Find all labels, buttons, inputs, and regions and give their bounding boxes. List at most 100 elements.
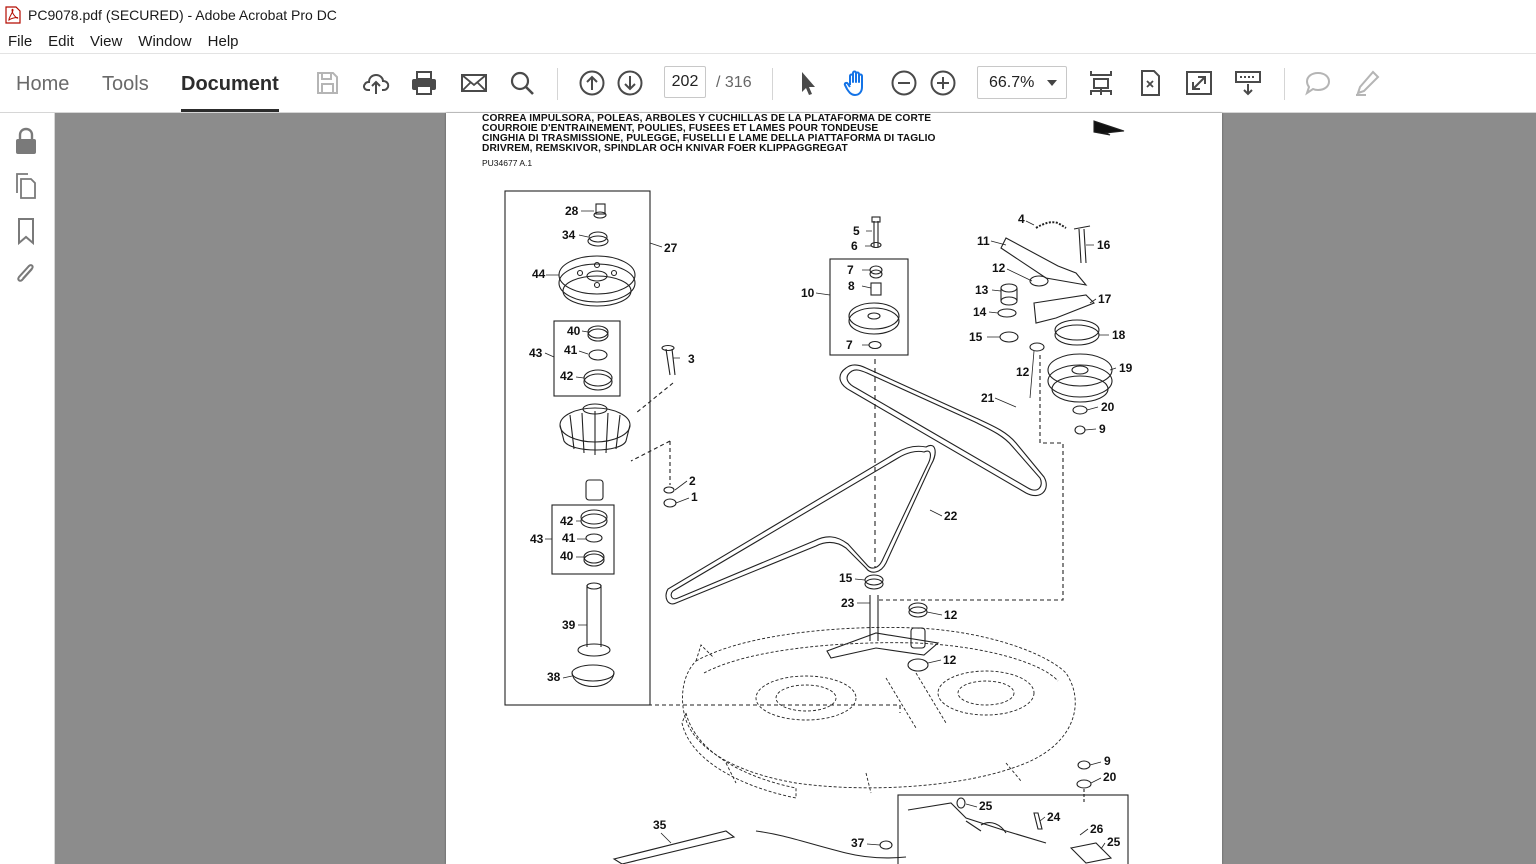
full-screen-button[interactable]	[1182, 66, 1216, 100]
select-tool-button[interactable]	[790, 66, 824, 100]
callout-label: 37	[851, 836, 865, 850]
email-button[interactable]	[457, 66, 491, 100]
callout-label: 21	[981, 391, 995, 405]
hand-tool-button[interactable]	[839, 66, 873, 100]
highlight-button[interactable]	[1350, 66, 1384, 100]
callout-label: 11	[977, 234, 990, 248]
left-nav-pane	[0, 113, 55, 864]
callout-label: 20	[1103, 770, 1117, 784]
heading-spanish: CORREA IMPULSORA, POLEAS, ARBOLES Y CUCH…	[482, 113, 932, 124]
upload-button[interactable]	[359, 66, 393, 100]
callout-label: 3	[688, 352, 695, 366]
next-page-button[interactable]	[613, 66, 647, 100]
direction-arrow-icon	[1093, 120, 1125, 136]
keyboard-down-icon	[1235, 71, 1261, 96]
comment-button[interactable]	[1301, 66, 1335, 100]
callout-label: 15	[969, 330, 983, 344]
comment-icon	[1305, 71, 1331, 96]
lock-icon	[16, 127, 36, 154]
document-code: PU34677 A.1	[482, 158, 533, 168]
callout-label: 15	[839, 571, 853, 585]
tab-document[interactable]: Document	[181, 54, 279, 112]
callout-label: 12	[944, 608, 958, 622]
toolbar: Home Tools Document	[0, 54, 1536, 113]
callout-label: 22	[944, 509, 958, 523]
toolbar-separator	[1284, 68, 1285, 100]
previous-page-button[interactable]	[575, 66, 609, 100]
page-thumbnails-button[interactable]	[12, 171, 40, 201]
callout-label: 42	[560, 514, 574, 528]
zoom-out-button[interactable]	[887, 66, 921, 100]
pen-icon	[1356, 70, 1380, 96]
zoom-select[interactable]: 66.7%	[977, 66, 1067, 99]
menu-help[interactable]: Help	[207, 32, 239, 50]
menu-bar: File Edit View Window Help	[0, 30, 1536, 54]
chevron-down-icon	[1047, 80, 1057, 86]
full-screen-icon	[1186, 71, 1212, 95]
copy-pages-icon	[16, 173, 36, 199]
callout-label: 2	[689, 474, 696, 488]
security-button[interactable]	[12, 126, 40, 156]
heading-swedish: DRIVREM, REMSKIVOR, SPINDLAR OCH KNIVAR …	[482, 143, 848, 154]
zoom-in-button[interactable]	[926, 66, 960, 100]
callout-label: 7	[847, 263, 854, 277]
callout-label: 12	[943, 653, 957, 667]
page-total: / 316	[716, 74, 752, 91]
callout-label: 43	[530, 532, 544, 546]
attachments-button[interactable]	[12, 259, 40, 289]
callout-label: 28	[565, 204, 579, 218]
callout-label: 4	[1018, 212, 1025, 226]
callout-label: 38	[547, 670, 561, 684]
callout-label: 10	[801, 286, 815, 300]
menu-window[interactable]: Window	[138, 32, 192, 50]
callout-label: 43	[529, 346, 543, 360]
menu-edit[interactable]: Edit	[48, 32, 75, 50]
arrow-up-circle-icon	[579, 70, 605, 96]
callout-label: 9	[1104, 754, 1111, 768]
print-button[interactable]	[407, 66, 441, 100]
tab-tools[interactable]: Tools	[102, 73, 149, 95]
callout-label: 17	[1098, 292, 1112, 306]
callout-label: 23	[841, 596, 855, 610]
heading-french: COURROIE D'ENTRAINEMENT, POULIES, FUSEES…	[482, 123, 879, 134]
pdf-file-icon	[5, 6, 21, 24]
callout-label: 12	[992, 261, 1006, 275]
search-button[interactable]	[505, 66, 539, 100]
pdf-page: CORREA IMPULSORA, POLEAS, ARBOLES Y CUCH…	[446, 113, 1222, 864]
page-number-input[interactable]	[664, 66, 706, 98]
callout-label: 19	[1119, 361, 1133, 375]
pointer-icon	[802, 72, 815, 95]
menu-file[interactable]: File	[8, 32, 33, 50]
callout-label: 13	[975, 283, 989, 297]
menu-view[interactable]: View	[90, 32, 123, 50]
idler-box	[829, 258, 909, 356]
hand-icon	[843, 70, 863, 96]
callout-label: 39	[562, 618, 576, 632]
callout-label: 27	[664, 241, 678, 255]
callout-label: 26	[1090, 822, 1104, 836]
callout-label: 41	[562, 531, 576, 545]
save-button[interactable]	[310, 66, 344, 100]
toolbar-separator	[557, 68, 558, 100]
callout-label: 16	[1097, 238, 1111, 252]
zoom-value: 66.7%	[989, 74, 1035, 91]
callout-label: 20	[1101, 400, 1115, 414]
toolbar-separator	[772, 68, 773, 100]
callout-label: 40	[560, 549, 574, 563]
callout-label: 7	[846, 338, 853, 352]
callout-label: 40	[567, 324, 581, 338]
callout-label: 14	[973, 305, 987, 319]
callout-label: 42	[560, 369, 574, 383]
read-mode-button[interactable]	[1231, 66, 1265, 100]
tab-home[interactable]: Home	[16, 73, 70, 95]
fit-page-button[interactable]	[1133, 66, 1167, 100]
callout-label: 8	[848, 279, 855, 293]
callout-label: 35	[653, 818, 667, 832]
callout-label: 25	[1107, 835, 1121, 849]
page-scroll-button[interactable]	[1084, 66, 1118, 100]
bookmarks-button[interactable]	[12, 216, 40, 246]
zoom-out-icon	[891, 70, 917, 96]
parts-diagram: 28 34 27 44 40 41 43 42 3 2 1 42 41 43 4…	[504, 120, 1133, 864]
fit-page-icon	[1141, 70, 1160, 96]
title-bar: PC9078.pdf (SECURED) - Adobe Acrobat Pro…	[0, 0, 1536, 30]
